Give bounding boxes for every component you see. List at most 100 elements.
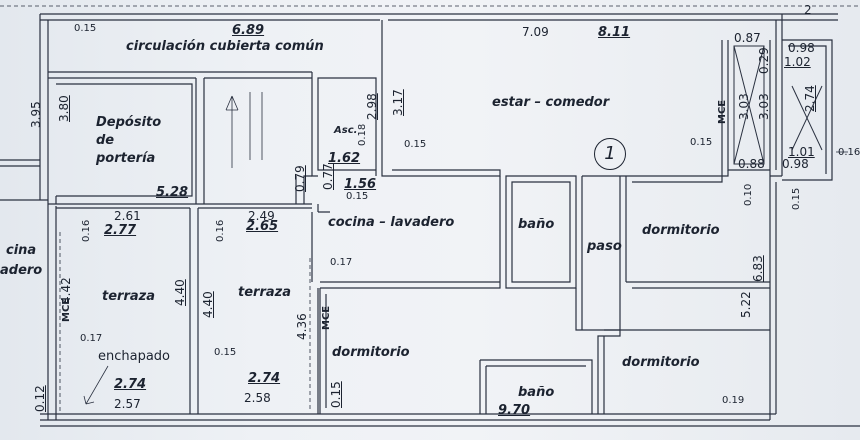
wall-circulacion — [48, 71, 312, 79]
wall-kitchen-top — [392, 169, 501, 177]
dim-087: 0.87 — [734, 31, 761, 45]
dim-811: 8.11 — [598, 25, 631, 40]
unit-number-badge: 1 — [594, 138, 626, 170]
room-label-enchapado: enchapado — [98, 349, 171, 364]
dim-440b: 4.40 — [201, 291, 215, 318]
arrow-enchapado — [83, 365, 109, 405]
dim-258: 2.58 — [244, 391, 271, 405]
dim-019: 0.19 — [722, 395, 745, 406]
wall-right-lower — [769, 176, 777, 420]
dim-101: 1.01 — [788, 145, 815, 159]
dim-077: 0.77 — [321, 163, 335, 190]
room-label-cocina-adjacent: cina — [6, 243, 37, 258]
dim-012: 0.12 — [33, 385, 47, 412]
wall-right-shaft — [721, 40, 771, 176]
dim-442: 4.42 — [59, 277, 73, 304]
room-label-deposito: Depósito de portería — [96, 115, 162, 167]
wall-dorm2-right — [575, 288, 621, 414]
room-label-dormitorio-3: dormitorio — [622, 355, 700, 370]
dim-303a: 3.03 — [737, 93, 751, 120]
wall-bath1 — [505, 175, 577, 289]
wall-kitchen — [317, 176, 501, 289]
dim-015-t2: 0.15 — [214, 347, 237, 358]
dim-395: 3.95 — [29, 101, 43, 128]
mce-label-3: MCE — [321, 305, 332, 330]
dim-683: 6.83 — [751, 255, 765, 282]
room-label-circulacion: circulación cubierta común — [126, 39, 324, 54]
wall-bath2 — [479, 359, 593, 414]
dim-303b: 3.03 — [757, 93, 771, 120]
dim-261: 2.61 — [114, 209, 141, 223]
dim-274-right: 2.74 — [803, 85, 817, 112]
room-label-paso: paso — [587, 239, 622, 254]
bay-cross — [791, 85, 823, 151]
dim-265: 2.65 — [246, 219, 279, 234]
dim-274a: 2.74 — [114, 377, 147, 392]
wall-terraza1 — [189, 208, 199, 414]
wall-top — [40, 13, 838, 21]
stair-mark — [225, 92, 263, 168]
dim-440a: 4.40 — [173, 279, 187, 306]
wall-deposito — [48, 83, 312, 205]
mce-label-1: MCE — [717, 99, 728, 124]
dim-015-asc: 0.15 — [404, 139, 427, 150]
dim-970: 9.70 — [498, 403, 531, 418]
dim-016-right: 0.16 — [838, 147, 860, 158]
dim-098a: 0.98 — [788, 41, 815, 55]
dim-029: 0.29 — [757, 47, 771, 74]
dim-298: 2.98 — [365, 93, 379, 120]
dim-088: 0.88 — [738, 157, 765, 171]
wall-terraza-mid — [311, 212, 319, 414]
room-label-lavadero-adjacent: adero — [0, 263, 43, 278]
wall-left-lower — [47, 200, 57, 420]
dim-380: 3.80 — [57, 95, 71, 122]
wall-dorm2 — [319, 288, 327, 414]
dim-274b: 2.74 — [248, 371, 281, 386]
dim-709: 7.09 — [522, 25, 549, 39]
dim-2-top: 2 — [804, 3, 812, 17]
dim-017: 0.17 — [330, 257, 353, 268]
dim-102: 1.02 — [784, 55, 811, 69]
dim-016-t2: 0.16 — [215, 219, 226, 242]
wall-paso — [581, 175, 627, 330]
room-label-terraza-1: terraza — [102, 289, 155, 304]
room-label-terraza-2: terraza — [238, 285, 291, 300]
dim-317: 3.17 — [391, 89, 405, 116]
dim-010: 0.10 — [743, 183, 754, 206]
dim-156: 1.56 — [344, 177, 377, 192]
wall-depo-right — [195, 78, 205, 204]
room-label-ascensor: Asc. — [334, 125, 358, 136]
room-label-dormitorio-2: dormitorio — [332, 345, 410, 360]
room-label-bano-1: baño — [518, 217, 555, 232]
dim-017-b: 0.17 — [80, 333, 103, 344]
wall-shaft — [295, 175, 312, 204]
dim-018: 0.18 — [357, 123, 368, 146]
dim-016-t1: 0.16 — [81, 219, 92, 242]
dim-015-top: 0.15 — [74, 23, 97, 34]
room-label-dormitorio-1: dormitorio — [642, 223, 720, 238]
room-label-estar-comedor: estar – comedor — [492, 95, 610, 110]
dim-162: 1.62 — [328, 151, 361, 166]
dim-079: 0.79 — [293, 165, 307, 192]
room-label-bano-2: baño — [518, 385, 555, 400]
wall-dorm1 — [626, 170, 770, 289]
dim-277: 2.77 — [104, 223, 137, 238]
wall-right-outer — [770, 14, 783, 177]
dim-098b: 0.98 — [782, 157, 809, 171]
room-label-cocina: cocina – lavadero — [328, 215, 455, 230]
dim-522: 5.22 — [739, 291, 753, 318]
dim-249: 2.49 — [248, 209, 275, 223]
dim-257: 2.57 — [114, 397, 141, 411]
dim-015-kit: 0.15 — [346, 191, 369, 202]
dim-015-right: 0.15 — [690, 137, 713, 148]
wall-bottom — [40, 413, 860, 427]
wall-right-bay — [782, 39, 833, 181]
wall-left-stub — [0, 159, 48, 201]
dim-015-rw: 0.15 — [791, 187, 802, 210]
wall-left-upper — [39, 14, 49, 200]
shaft-cross — [733, 45, 765, 165]
dim-015-bot: 0.15 — [329, 381, 343, 408]
dim-689: 6.89 — [232, 23, 265, 38]
